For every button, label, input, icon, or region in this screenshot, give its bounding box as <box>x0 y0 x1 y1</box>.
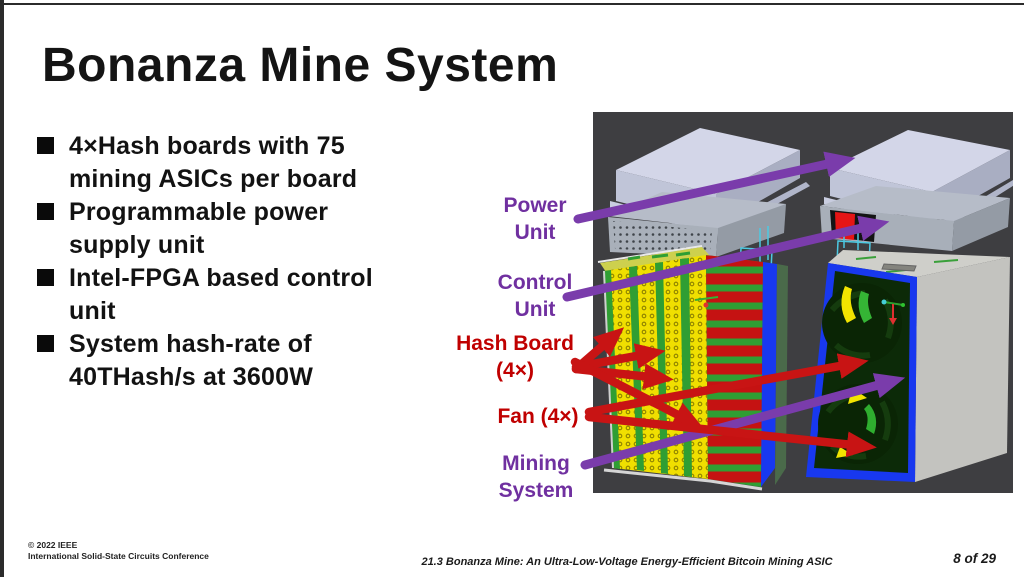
fan-blades-top <box>822 283 902 363</box>
arrow-control-unit <box>562 215 890 302</box>
label-hash-board: Hash Board (4×) <box>456 332 574 382</box>
bullet-square-icon <box>37 137 54 154</box>
slide-top-rule <box>0 3 1024 5</box>
board-edge-face <box>706 255 763 487</box>
list-item: Intel-FPGA based control unit <box>37 262 477 328</box>
list-item: 4×Hash boards with 75 mining ASICs per b… <box>37 130 477 196</box>
fan-frame <box>806 263 917 482</box>
bullet-text: System hash-rate of 40THash/s at 3600W <box>69 330 313 391</box>
label-fan: Fan (4×) <box>497 405 579 428</box>
bullet-square-icon <box>37 203 54 220</box>
power-unit-lid-right <box>824 130 1013 232</box>
list-item: Programmable power supply unit <box>37 196 477 262</box>
arrow-mining-system <box>580 373 906 470</box>
label-mining-system: Mining System <box>498 452 574 502</box>
render-scene <box>593 112 1013 493</box>
bullet-square-icon <box>37 269 54 286</box>
arrow-fan-2 <box>584 412 877 458</box>
arrow-hash-board-2 <box>571 343 666 372</box>
bullet-square-icon <box>37 335 54 352</box>
footer-paper-title: 21.3 Bonanza Mine: An Ultra-Low-Voltage … <box>421 556 833 568</box>
arrow-fan-1 <box>584 353 869 417</box>
vent-holes <box>613 221 712 253</box>
scene-background <box>593 112 1013 493</box>
wireframe-callouts <box>739 226 871 272</box>
label-control-unit: Control Unit <box>497 271 573 321</box>
fan-blades-bottom <box>818 384 898 464</box>
power-unit-lid-left <box>610 128 810 235</box>
hash-boards-face <box>604 255 708 479</box>
blue-rail <box>761 262 777 487</box>
bullet-list: 4×Hash boards with 75 mining ASICs per b… <box>37 130 477 394</box>
annotation-arrows <box>562 151 906 470</box>
slide-left-border <box>0 0 4 577</box>
mining-chassis <box>597 245 788 491</box>
handle-slot <box>881 263 917 272</box>
label-power-unit: Power Unit <box>503 194 567 244</box>
bullet-text: Programmable power supply unit <box>69 198 329 259</box>
chassis-side-face <box>915 257 1010 482</box>
footer-copyright: © 2022 IEEE International Solid-State Ci… <box>28 540 209 561</box>
power-supply-box <box>608 192 786 257</box>
fan-unit <box>806 250 1010 482</box>
control-unit-box <box>820 186 1010 251</box>
arrow-power-unit <box>573 151 856 224</box>
footer-page-number: 8 of 29 <box>953 551 996 566</box>
list-item: System hash-rate of 40THash/s at 3600W <box>37 328 477 394</box>
arrow-hash-board-3 <box>571 363 674 390</box>
bullet-text: Intel-FPGA based control unit <box>69 264 373 325</box>
arrow-hash-board-1 <box>571 327 625 374</box>
power-inlet-recess <box>830 210 876 242</box>
red-power-switch <box>835 212 855 240</box>
cad-axis-marker <box>881 299 905 325</box>
page-title: Bonanza Mine System <box>42 39 559 92</box>
bullet-text: 4×Hash boards with 75 mining ASICs per b… <box>69 132 358 193</box>
